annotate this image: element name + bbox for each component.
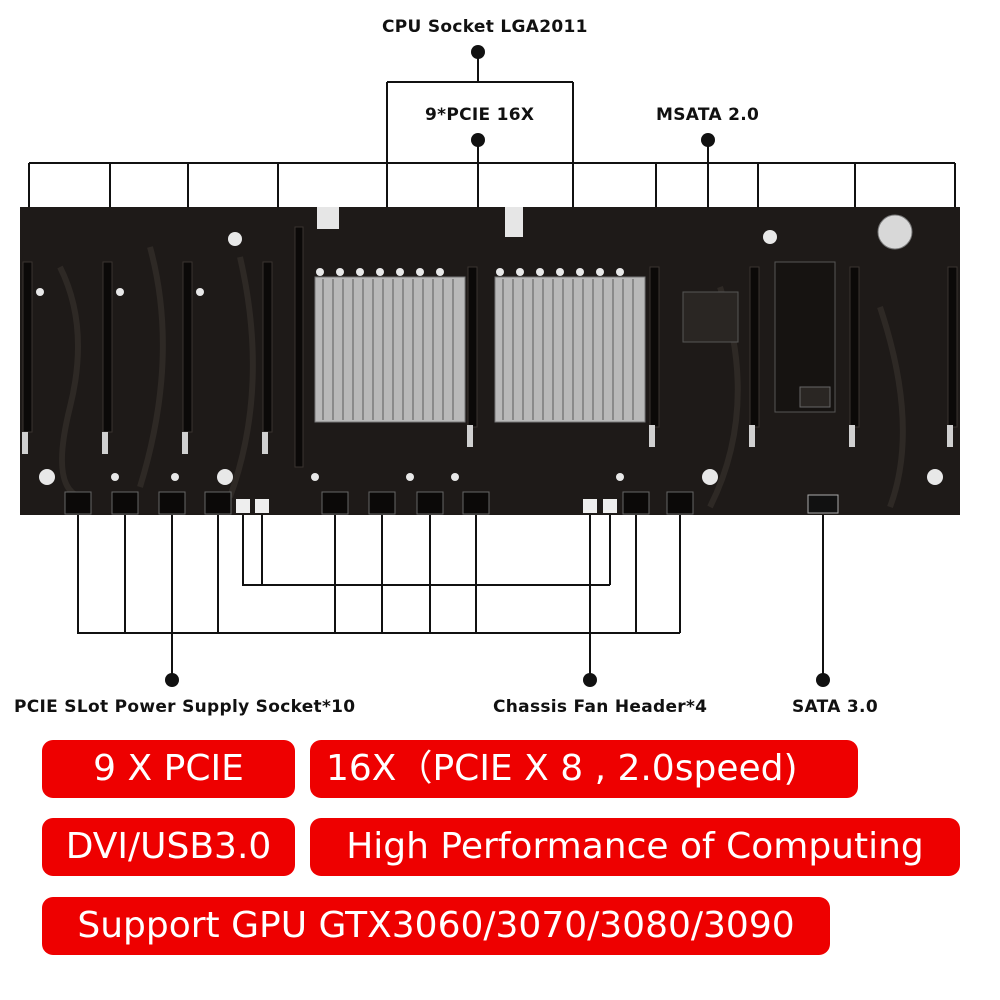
chassis-fan-marker: [583, 673, 597, 687]
sata-marker: [816, 673, 830, 687]
pcie-16x-label: 9*PCIE 16X: [425, 105, 535, 125]
feature-gpu-support-badge: Support GPU GTX3060/3070/3080/3090: [42, 897, 830, 955]
pcie-16x-marker: [471, 133, 485, 147]
feature-performance-badge: High Performance of Computing: [310, 818, 960, 876]
msata-label: MSATA 2.0: [656, 105, 760, 125]
cpu-socket-label: CPU Socket LGA2011: [382, 17, 588, 37]
msata-marker: [701, 133, 715, 147]
motherboard-image: [20, 207, 960, 515]
pcie-power-marker: [165, 673, 179, 687]
cpu-socket-marker: [471, 45, 485, 59]
pcie-power-label: PCIE SLot Power Supply Socket*10: [14, 697, 356, 717]
feature-pcie-speed-badge: 16X（PCIE X 8 , 2.0speed): [310, 740, 858, 798]
feature-pcie-count-badge: 9 X PCIE: [42, 740, 295, 798]
chassis-fan-label: Chassis Fan Header*4: [493, 697, 708, 717]
sata-label: SATA 3.0: [792, 697, 878, 717]
feature-io-badge: DVI/USB3.0: [42, 818, 295, 876]
